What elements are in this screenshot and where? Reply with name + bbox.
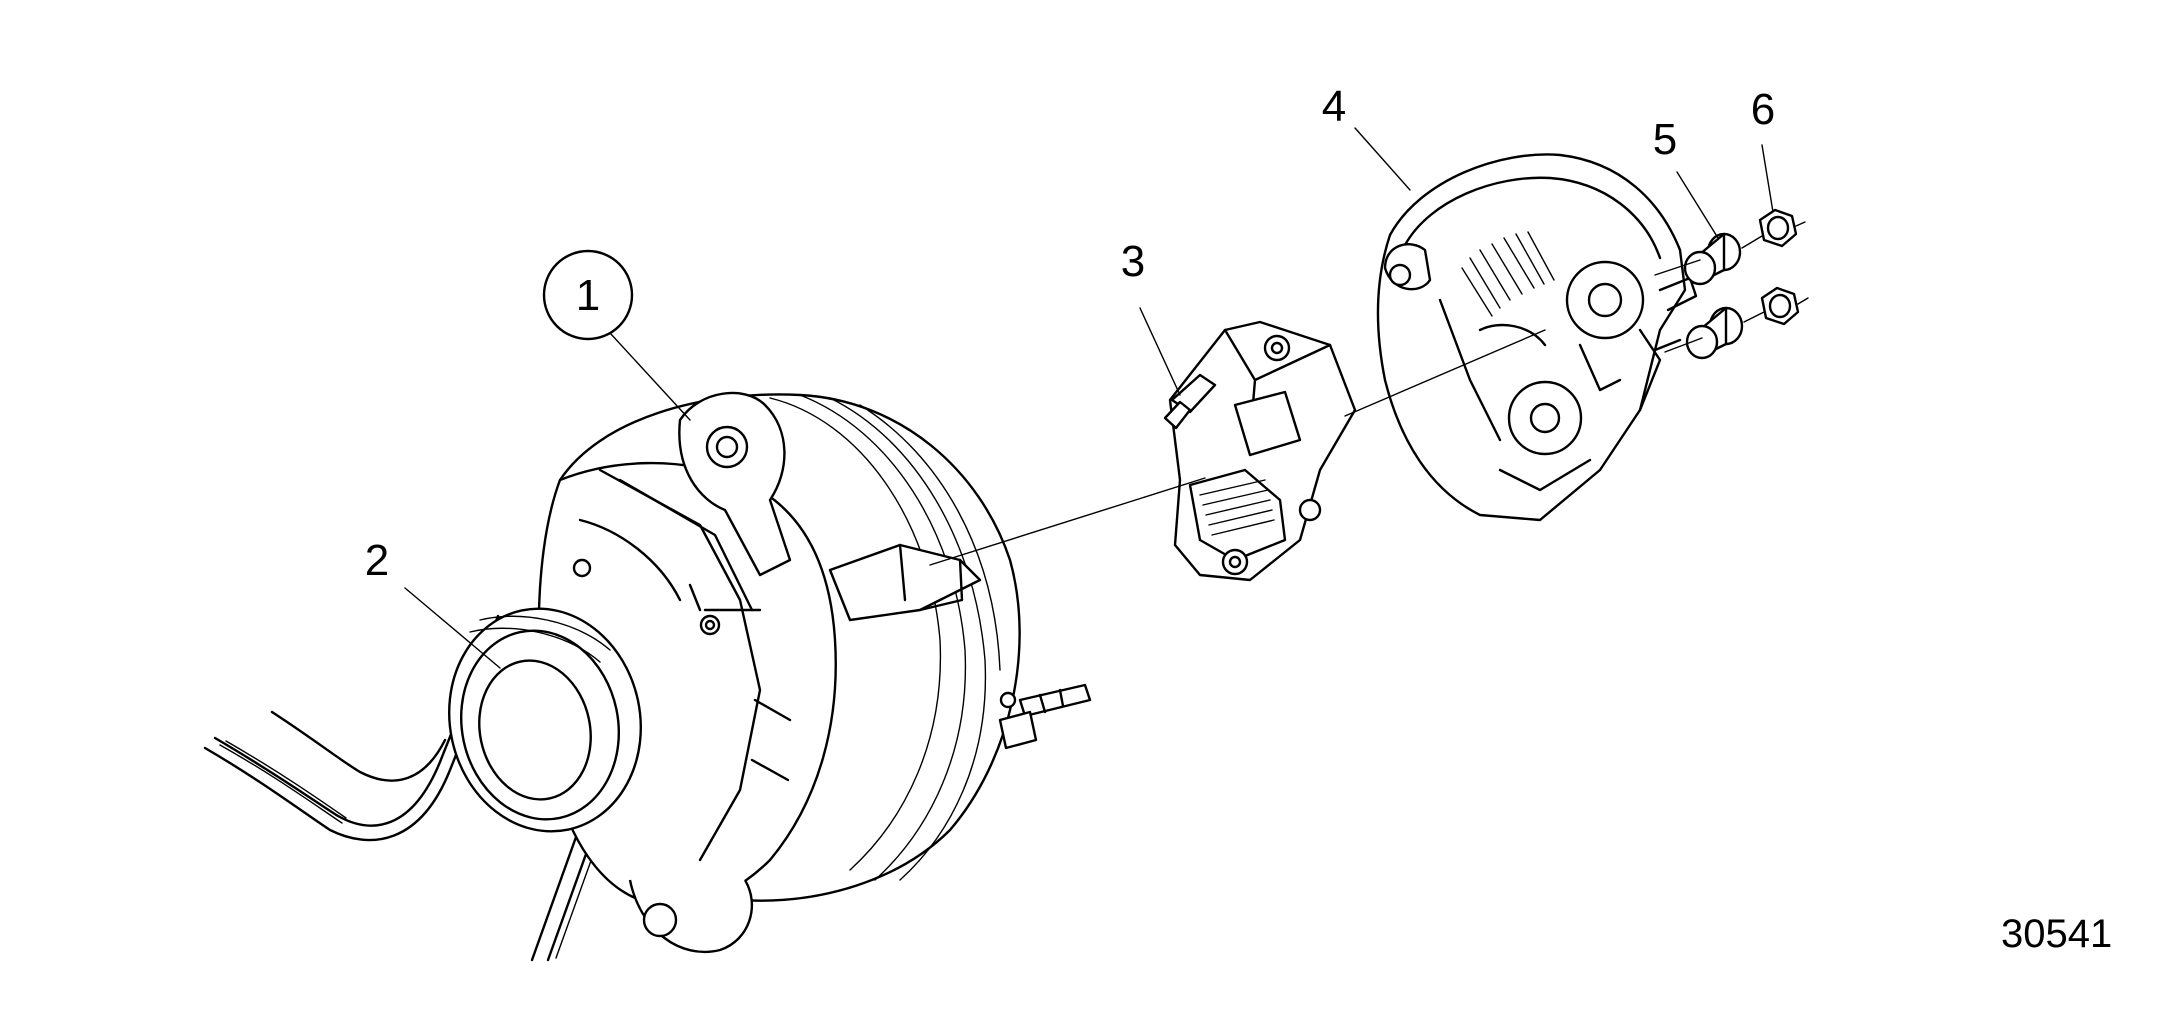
callout-1-label: 1: [575, 271, 601, 320]
callout-3-label: 3: [1120, 237, 1146, 286]
rear-cover: [1376, 153, 1698, 522]
leader-lines: [404, 127, 1774, 669]
callout-6-label: 6: [1750, 85, 1776, 134]
alternator-body: [537, 391, 1092, 953]
pulley: [448, 607, 642, 833]
nuts: [1758, 208, 1800, 326]
callout-5-label: 5: [1652, 115, 1678, 164]
callout-4-label: 4: [1321, 82, 1347, 131]
callout-1-circle: [542, 249, 634, 341]
assembly-lines: [929, 221, 1809, 566]
voltage-regulator: [1163, 320, 1357, 582]
figure-number: 30541: [2001, 912, 2113, 956]
spacers: [1683, 232, 1744, 360]
callout-2-label: 2: [364, 536, 390, 585]
